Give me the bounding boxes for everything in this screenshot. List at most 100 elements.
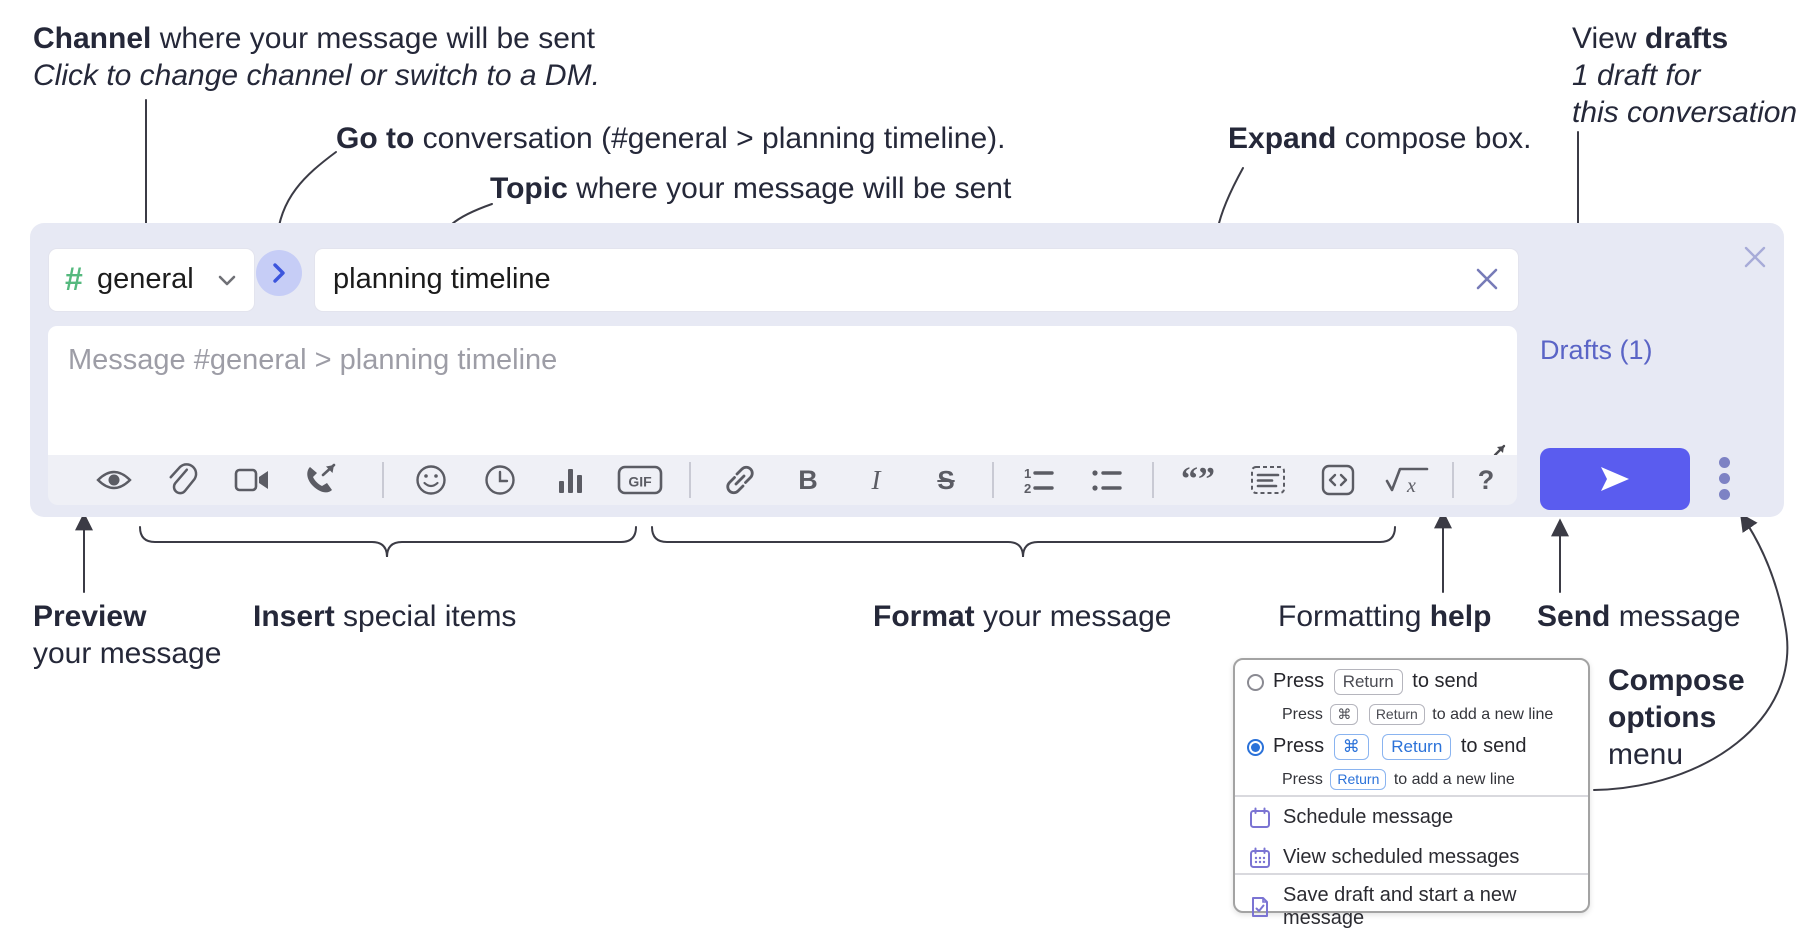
insert-annotation: Insert special items <box>253 598 516 635</box>
preview-eye-icon[interactable] <box>94 459 134 501</box>
compose-options-annotation: Compose options menu <box>1608 662 1745 773</box>
format-annotation-bold: Format <box>873 600 975 633</box>
audio-call-icon[interactable] <box>300 459 340 501</box>
channel-hash-icon: # <box>65 261 83 297</box>
insert-annotation-bold: Insert <box>253 600 335 633</box>
view-drafts-pre: View <box>1572 22 1645 55</box>
strikethrough-glyph: S <box>937 464 955 495</box>
topic-annotation-bold: Topic <box>490 172 568 205</box>
cmd-enter-sends-option[interactable]: Press ⌘ Return to send <box>1247 734 1526 760</box>
return-key-chip: Return <box>1382 734 1452 760</box>
toolbar-divider <box>992 462 994 498</box>
bold-glyph: B <box>798 464 818 495</box>
return-key-chip: Return <box>1368 704 1425 725</box>
enter-sends-subtext: Press ⌘ Return to add a new line <box>1282 704 1554 725</box>
channel-name: general <box>97 263 194 295</box>
view-drafts-line3: this conversation <box>1572 96 1798 129</box>
clear-topic-icon[interactable] <box>1474 266 1500 292</box>
chevron-down-icon <box>218 275 236 286</box>
code-icon[interactable] <box>1318 459 1358 501</box>
cmd-key-chip: ⌘ <box>1333 734 1369 760</box>
gif-icon[interactable]: GIF <box>616 459 664 501</box>
formatting-help-annotation: Formatting help <box>1278 598 1491 635</box>
return-key-chip: Return <box>1330 769 1387 790</box>
goto-annotation-rest: conversation (#general > planning timeli… <box>414 122 1006 155</box>
toolbar-divider <box>689 462 691 498</box>
draft-file-icon <box>1252 897 1268 917</box>
send-button[interactable] <box>1540 448 1690 510</box>
italic-glyph: I <box>871 464 881 495</box>
preview-annotation-bold: Preview <box>33 600 147 633</box>
cmd-enter-sends-subtext: Press Return to add a new line <box>1282 769 1515 790</box>
option2-text: Press ⌘ Return to send <box>1273 734 1526 760</box>
compose-options-line3: menu <box>1608 738 1684 771</box>
message-placeholder: Message #general > planning timeline <box>68 344 558 376</box>
topic-annotation-rest: where your message will be sent <box>567 172 1012 205</box>
math-icon[interactable]: x <box>1384 459 1430 501</box>
expand-annotation: Expand compose box. <box>1228 120 1531 157</box>
view-scheduled-messages-item[interactable]: View scheduled messages <box>1249 846 1519 869</box>
send-annotation-rest: message <box>1610 600 1741 633</box>
view-drafts-bold: drafts <box>1644 22 1729 55</box>
compose-options-menu: Press Return to send Press ⌘ Return to a… <box>1233 658 1590 929</box>
svg-text:GIF: GIF <box>628 474 652 490</box>
toolbar-divider <box>1152 462 1154 498</box>
view-drafts-annotation: View drafts 1 draft for this conversatio… <box>1572 20 1797 131</box>
option1-text: Press Return to send <box>1273 669 1478 695</box>
global-time-icon[interactable] <box>480 459 520 501</box>
menu-divider <box>1235 873 1588 875</box>
send-annotation-bold: Send <box>1537 600 1611 633</box>
attach-paperclip-icon[interactable] <box>162 459 202 501</box>
insert-annotation-rest: special items <box>334 600 517 633</box>
preview-annotation: Preview your message <box>33 598 221 672</box>
go-to-conversation-button[interactable] <box>256 250 302 296</box>
compose-box: # general planning timeline Message #gen… <box>30 223 1784 517</box>
strikethrough-icon[interactable]: S <box>926 459 966 501</box>
italic-icon[interactable]: I <box>856 459 896 501</box>
poll-icon[interactable] <box>551 459 591 501</box>
cmd-key-chip: ⌘ <box>1330 704 1359 725</box>
toolbar-divider <box>382 462 384 498</box>
video-call-icon[interactable] <box>232 459 272 501</box>
compose-options-button[interactable] <box>1718 455 1732 503</box>
channel-annotation-bold: Channel <box>33 22 152 55</box>
calendar-grid-icon <box>1250 847 1270 868</box>
topic-input[interactable]: planning timeline <box>314 248 1519 312</box>
close-compose-icon[interactable] <box>1742 244 1768 270</box>
bulleted-list-icon[interactable] <box>1086 459 1126 501</box>
enter-sends-option[interactable]: Press Return to send <box>1247 669 1478 695</box>
compose-options-line1: Compose <box>1608 664 1745 697</box>
chevron-right-icon <box>273 263 285 283</box>
compose-options-line2: options <box>1608 701 1717 734</box>
channel-annotation: Channel where your message will be sent … <box>33 20 600 94</box>
bold-icon[interactable]: B <box>788 459 828 501</box>
preview-annotation-line2: your message <box>33 637 222 670</box>
svg-text:2: 2 <box>1024 481 1031 495</box>
return-key-chip: Return <box>1333 669 1403 695</box>
channel-selector[interactable]: # general <box>48 248 255 312</box>
message-input[interactable]: Message #general > planning timeline <box>48 326 1517 470</box>
emoji-icon[interactable] <box>411 459 451 501</box>
formatting-help-icon[interactable]: ? <box>1466 459 1506 501</box>
link-icon[interactable] <box>720 459 760 501</box>
channel-annotation-line2: Click to change channel or switch to a D… <box>33 59 600 92</box>
format-annotation-rest: your message <box>974 600 1172 633</box>
expand-annotation-bold: Expand <box>1228 122 1337 155</box>
view-drafts-line2: 1 draft for <box>1572 59 1701 92</box>
help-glyph: ? <box>1477 464 1495 495</box>
save-draft-item[interactable]: Save draft and start a new message <box>1249 884 1588 930</box>
goto-annotation-bold: Go to <box>336 122 415 155</box>
quote-icon[interactable]: “” <box>1178 459 1218 501</box>
send-annotation: Send message <box>1537 598 1740 635</box>
spoiler-icon[interactable] <box>1248 459 1288 501</box>
channel-annotation-rest: where your message will be sent <box>151 22 595 55</box>
radio-selected-icon[interactable] <box>1247 738 1264 756</box>
schedule-message-item[interactable]: Schedule message <box>1249 806 1453 829</box>
expand-annotation-rest: compose box. <box>1336 122 1532 155</box>
formatting-help-bold: help <box>1429 600 1492 633</box>
drafts-link[interactable]: Drafts (1) <box>1540 335 1653 365</box>
radio-unselected-icon[interactable] <box>1247 673 1264 691</box>
